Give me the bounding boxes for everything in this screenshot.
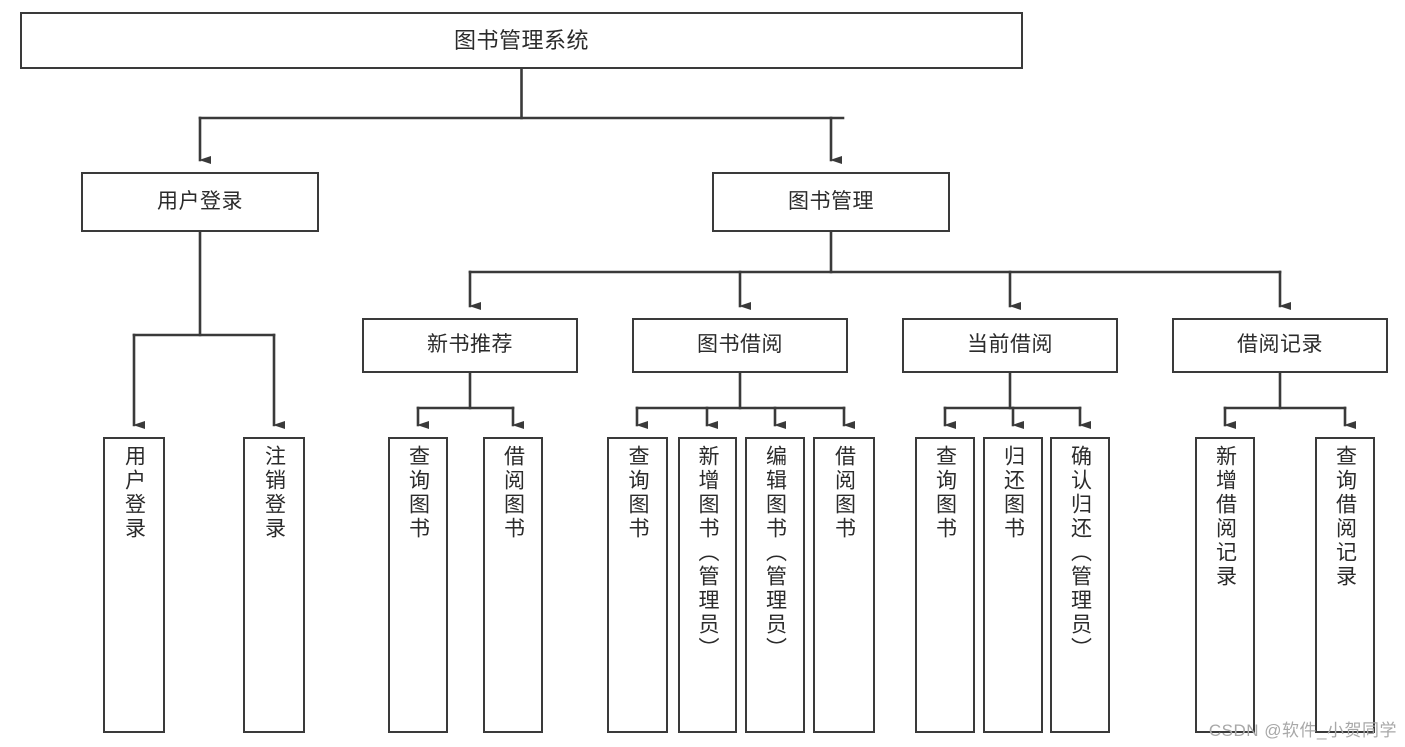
- node-current-borrow[interactable]: 当前借阅: [902, 318, 1118, 373]
- node-book-management-system[interactable]: 图书管理系统: [20, 12, 1023, 69]
- node-leaf-user-login[interactable]: 用户登录: [103, 437, 165, 733]
- node-label: 注销登录: [262, 445, 286, 541]
- node-label: 查询图书: [626, 445, 649, 541]
- node-label: 图书管理: [788, 189, 874, 213]
- node-label: 查询图书: [406, 445, 430, 541]
- node-leaf-query-book-borrow[interactable]: 查询图书: [607, 437, 668, 733]
- node-label: 归还图书: [1001, 445, 1025, 541]
- node-book-borrow[interactable]: 图书借阅: [632, 318, 848, 373]
- node-label: 借阅图书: [501, 445, 525, 541]
- node-user-login[interactable]: 用户登录: [81, 172, 319, 232]
- node-borrow-record[interactable]: 借阅记录: [1172, 318, 1388, 373]
- node-label: 新增借阅记录: [1213, 445, 1237, 589]
- node-book-management[interactable]: 图书管理: [712, 172, 950, 232]
- node-label: 确认归还（管理员）: [1068, 445, 1092, 661]
- node-label: 查询借阅记录: [1333, 445, 1357, 589]
- node-label: 用户登录: [122, 445, 146, 541]
- node-label: 用户登录: [157, 189, 243, 213]
- node-leaf-query-borrow-record[interactable]: 查询借阅记录: [1315, 437, 1375, 733]
- node-leaf-confirm-return-admin[interactable]: 确认归还（管理员）: [1050, 437, 1110, 733]
- node-label: 当前借阅: [967, 333, 1053, 357]
- node-leaf-add-book-admin[interactable]: 新增图书（管理员）: [678, 437, 737, 733]
- node-label: 新书推荐: [427, 333, 513, 357]
- node-new-book-recommend[interactable]: 新书推荐: [362, 318, 578, 373]
- node-label: 图书管理系统: [453, 27, 589, 53]
- node-leaf-query-book-recommend[interactable]: 查询图书: [388, 437, 448, 733]
- node-label: 借阅图书: [832, 445, 856, 541]
- node-leaf-query-book-current[interactable]: 查询图书: [915, 437, 975, 733]
- node-leaf-edit-book-admin[interactable]: 编辑图书（管理员）: [745, 437, 805, 733]
- node-leaf-return-book[interactable]: 归还图书: [983, 437, 1043, 733]
- node-leaf-borrow-book[interactable]: 借阅图书: [813, 437, 875, 733]
- node-leaf-add-borrow-record[interactable]: 新增借阅记录: [1195, 437, 1255, 733]
- node-leaf-logout[interactable]: 注销登录: [243, 437, 305, 733]
- node-label: 查询图书: [933, 445, 957, 541]
- node-leaf-borrow-book-recommend[interactable]: 借阅图书: [483, 437, 543, 733]
- node-label: 借阅记录: [1237, 333, 1323, 357]
- node-label: 图书借阅: [697, 333, 783, 357]
- node-label: 新增图书（管理员）: [696, 445, 719, 661]
- watermark: CSDN @软件_小贺同学: [1208, 721, 1397, 740]
- node-label: 编辑图书（管理员）: [763, 445, 787, 661]
